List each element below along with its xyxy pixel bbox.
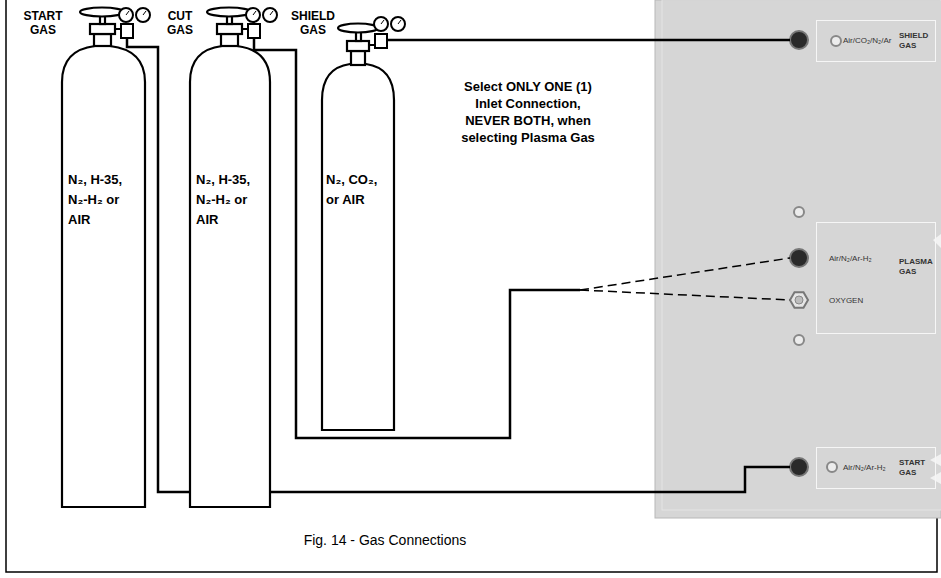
inlet-section: Air/N₂/Ar-H₂START GAS: [790, 447, 938, 489]
gas-cylinder: [207, 8, 251, 17]
gas-list: N₂, CO₂, or AIR: [326, 170, 378, 210]
gas-cylinder: START GAS N₂, H-35, N₂-H₂ or AIR: [15, 5, 140, 510]
inlet-fitting: [790, 249, 808, 267]
label-frame: Air/N₂/Ar-H₂START GAS: [816, 447, 936, 489]
gas-list: N₂, H-35, N₂-H₂ or AIR: [196, 170, 254, 230]
cylinder-heading: CUT GAS: [158, 9, 202, 37]
gas-cylinder: [338, 24, 378, 33]
text-slot: Select ONLY ONE (1) Inlet Connection, NE…: [452, 78, 604, 146]
cylinder-heading: START GAS: [18, 9, 68, 37]
text-slot: SHIELD GAS: [899, 31, 935, 51]
optional-hose: [580, 258, 790, 290]
gas-list: N₂, H-35, N₂-H₂ or AIR: [68, 170, 126, 230]
inlet-fitting: [790, 292, 808, 308]
figure-caption: Fig. 14 - Gas Connections: [235, 531, 535, 549]
text-slot: PLASMA GAS: [899, 257, 935, 277]
gas-hose: [420, 40, 790, 41]
regulator: [254, 38, 285, 50]
gas-type: Air/N₂/Ar-H₂: [829, 254, 895, 264]
inlet-section: Air/N₂/Ar-H₂ OXYGEN PLASMA GAS: [790, 222, 938, 334]
gas-cylinder: [347, 41, 369, 51]
regulator: [127, 38, 140, 47]
gas-cylinder: [94, 34, 111, 46]
inlet-fitting: [827, 462, 837, 472]
gas-cylinder: SHIELD GAS N₂, CO₂, or AIR: [285, 5, 420, 435]
inlet-fitting: [794, 207, 804, 217]
control-panel: [662, 0, 941, 510]
gas-cylinder: [351, 51, 365, 65]
gas-type: Air/CO₂/N₂/Ar: [843, 36, 901, 46]
inlet-name: START GAS: [899, 458, 935, 478]
text-slot: N₂, H-35, N₂-H₂ or AIR: [68, 170, 126, 230]
optional-hose: [580, 290, 790, 300]
text-slot: OXYGEN: [829, 296, 889, 306]
text-slot: N₂, CO₂, or AIR: [326, 170, 378, 210]
text-slot: START GAS: [899, 458, 935, 478]
text-slot: SHIELD GAS: [287, 9, 339, 37]
text-slot: Air/N₂/Ar-H₂: [829, 254, 895, 264]
gas-cylinder: [322, 64, 394, 430]
gas-cylinder: [217, 24, 242, 34]
inlet-fitting: [790, 31, 808, 49]
regulator: [375, 34, 387, 48]
gas-hose: [285, 50, 790, 438]
inlet-fitting: [794, 335, 804, 345]
gas-cylinder: [90, 24, 115, 34]
regulator: [115, 8, 150, 47]
regulator: [126, 11, 146, 15]
text-slot: CUT GAS: [158, 9, 202, 37]
gas-type: Air/N₂/Ar-H₂: [843, 463, 901, 473]
gas-hose: [420, 39, 790, 42]
regulator: [253, 11, 273, 15]
inlet-fitting: [790, 458, 808, 476]
regulator: [369, 17, 420, 48]
gas-cylinder: CUT GAS N₂, H-35, N₂-H₂ or AIR: [155, 5, 285, 510]
inlet-section: Air/CO₂/N₂/ArSHIELD GAS: [790, 20, 938, 62]
regulator: [121, 24, 133, 38]
gas-cylinder: [190, 46, 270, 507]
regulator: [381, 20, 401, 24]
inlet-fitting: [795, 296, 803, 304]
text-slot: Air/CO₂/N₂/Ar: [843, 36, 901, 46]
label-frame: Air/CO₂/N₂/ArSHIELD GAS: [816, 20, 936, 62]
gas-cylinder: [80, 8, 124, 17]
label-frame: Air/N₂/Ar-H₂ OXYGEN PLASMA GAS: [816, 222, 936, 334]
gas-cylinder: [190, 8, 270, 508]
gas-cylinder: [221, 34, 238, 46]
inlet-name: PLASMA GAS: [899, 257, 935, 277]
text-slot: Air/N₂/Ar-H₂: [843, 463, 901, 473]
gas-type: OXYGEN: [829, 296, 889, 306]
regulator: [387, 39, 420, 42]
control-panel: [933, 234, 941, 248]
gas-cylinder: [62, 46, 145, 507]
note-text: Select ONLY ONE (1) Inlet Connection, NE…: [452, 78, 604, 146]
text-slot: N₂, H-35, N₂-H₂ or AIR: [196, 170, 254, 230]
regulator: [242, 8, 285, 50]
regulator: [248, 24, 260, 38]
text-slot: START GAS: [18, 9, 68, 37]
inlet-name: SHIELD GAS: [899, 31, 935, 51]
control-panel: [655, 0, 941, 518]
control-panel: [655, 0, 941, 518]
text-slot: Fig. 14 - Gas Connections: [235, 531, 535, 549]
gas-cylinder: [62, 8, 145, 508]
gas-cylinder: [322, 24, 394, 431]
cylinder-heading: SHIELD GAS: [287, 9, 339, 37]
inlet-fitting: [831, 36, 841, 46]
